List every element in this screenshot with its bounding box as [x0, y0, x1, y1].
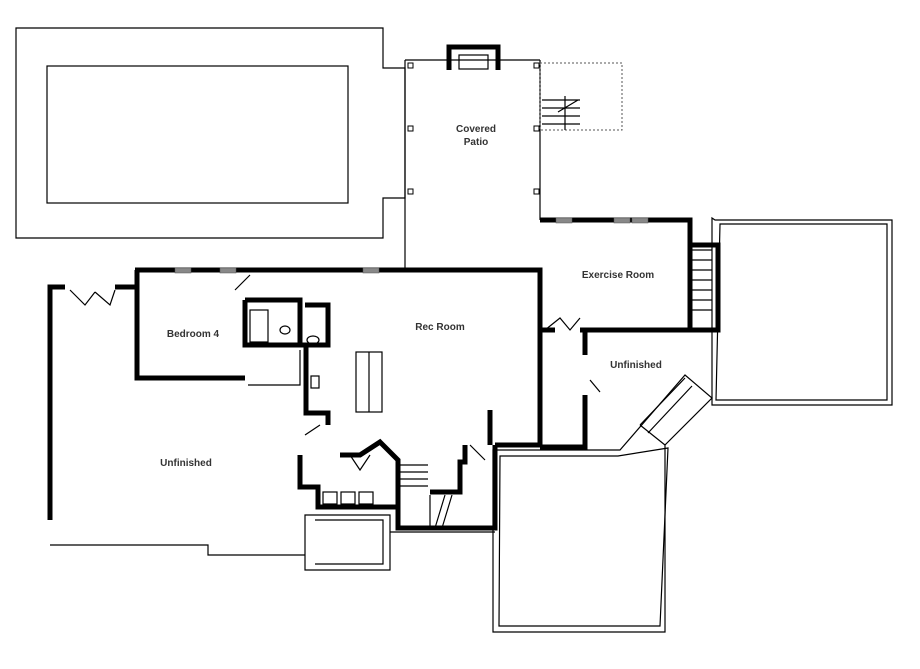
label-bedroom-4: Bedroom 4	[167, 329, 220, 340]
label-rec-room: Rec Room	[415, 322, 465, 333]
covered-patio	[404, 44, 541, 270]
walls	[47, 217, 721, 531]
exterior-stairs	[539, 62, 623, 131]
label-covered-patio-line2: Patio	[464, 137, 488, 148]
thin-walls	[50, 249, 712, 571]
pool	[15, 27, 406, 239]
label-exercise-room: Exercise Room	[582, 270, 654, 281]
outdoor-slabs	[492, 216, 893, 633]
windows	[174, 217, 649, 274]
label-unfinished-left: Unfinished	[160, 458, 212, 469]
label-covered-patio-line1: Covered	[456, 124, 496, 135]
label-unfinished-right: Unfinished	[610, 360, 662, 371]
